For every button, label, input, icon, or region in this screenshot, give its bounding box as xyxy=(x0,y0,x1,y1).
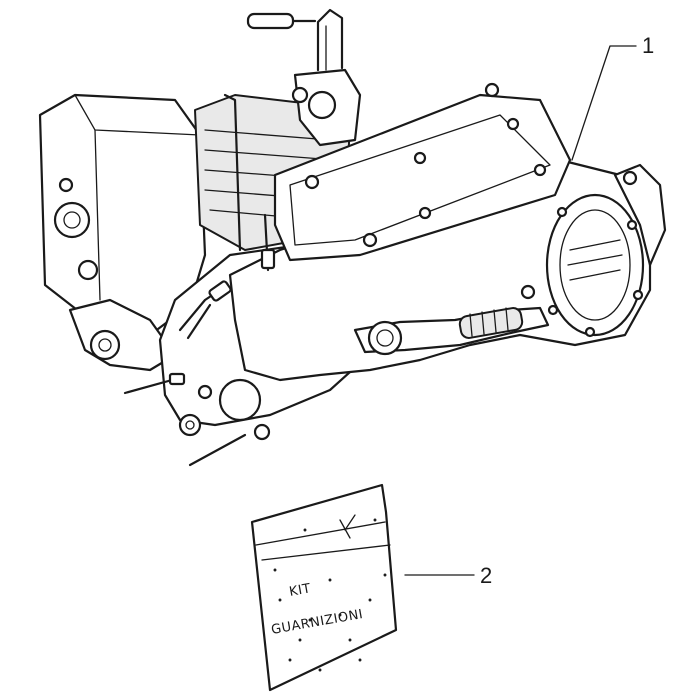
engine-assembly xyxy=(38,8,667,467)
callout-number-1: 1 xyxy=(642,33,654,58)
bag-label-line-1: KIT xyxy=(288,581,312,600)
callout-number-2: 2 xyxy=(480,563,492,588)
leader-line-1 xyxy=(571,45,637,161)
gasket-kit-bag: KIT GUARNIZIONI xyxy=(250,483,398,692)
